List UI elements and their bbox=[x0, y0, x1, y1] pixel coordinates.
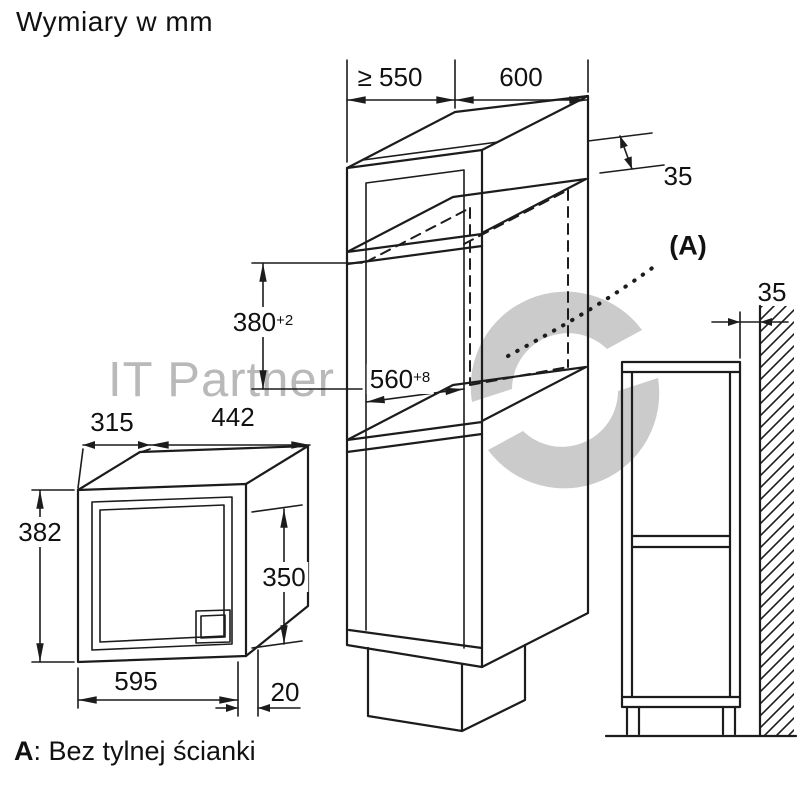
cabinet-top-frame-line bbox=[362, 141, 499, 161]
watermark-swoosh-icon bbox=[470, 291, 660, 489]
depth-extension-lines bbox=[77, 448, 151, 489]
dim-appliance-depth-label: 315 bbox=[90, 407, 134, 437]
dim-wall-distance-label: 35 bbox=[757, 277, 787, 307]
niche-height-extension-lines bbox=[251, 262, 363, 390]
wall-gap-extension-lines bbox=[739, 311, 761, 359]
front-height-extension-lines bbox=[31, 489, 75, 663]
microwave-dimension-lines bbox=[31, 441, 311, 717]
body-height-extension-lines bbox=[251, 504, 303, 649]
microwave-door bbox=[91, 496, 233, 651]
wall-hatching bbox=[760, 306, 794, 736]
niche-width-tolerance: +8 bbox=[413, 369, 431, 386]
niche-width-value: 560 bbox=[369, 364, 414, 394]
microwave-body bbox=[76, 444, 310, 658]
watermark-text: IT Partner bbox=[108, 353, 335, 407]
cabinet-bottom-panel bbox=[347, 628, 484, 650]
dim-bottom-clearance-label: 20 bbox=[270, 677, 300, 707]
dim-niche-width-label: 560+8 bbox=[366, 364, 434, 394]
dim-niche-depth-label: ≥ 550 bbox=[357, 62, 423, 92]
cabinet-dimension-lines bbox=[251, 59, 665, 404]
niche-hidden-edges bbox=[365, 189, 569, 386]
section-marker-label: (A) bbox=[669, 230, 707, 261]
microwave-door-window bbox=[99, 504, 225, 643]
front-edge-dimension-arrow bbox=[619, 135, 633, 170]
niche-height-tolerance: +2 bbox=[276, 312, 294, 329]
dim-body-height-label: 350 bbox=[259, 562, 309, 592]
side-view-drawing bbox=[604, 304, 798, 738]
cabinet-upper-shelf bbox=[345, 177, 588, 266]
cabinet-top-face bbox=[345, 94, 590, 170]
microwave-control-panel bbox=[195, 609, 231, 644]
cabinet-drawing bbox=[345, 94, 590, 733]
section-leader-dotted-line bbox=[506, 264, 657, 358]
dim-front-width-label: 595 bbox=[111, 666, 161, 696]
dim-front-height-label: 382 bbox=[15, 517, 65, 547]
footnote: A: Bez tylnej ścianki bbox=[14, 736, 256, 767]
microwave-drawing bbox=[76, 444, 310, 664]
niche-height-value: 380 bbox=[232, 307, 277, 337]
cabinet-side-face bbox=[480, 94, 590, 669]
page-title: Wymiary w mm bbox=[16, 6, 214, 37]
dim-cabinet-width-label: 600 bbox=[499, 62, 543, 92]
microwave-front-frame bbox=[76, 482, 248, 664]
front-width-extension-lines bbox=[77, 649, 259, 717]
dim-front-edge-label: 35 bbox=[663, 161, 693, 191]
dim-niche-height-label: 380+2 bbox=[229, 307, 297, 337]
cabinet-plinth bbox=[366, 643, 527, 733]
niche-width-dimension-arrow bbox=[365, 387, 465, 404]
footnote-marker: A bbox=[14, 736, 34, 766]
cabinet-lower-shelf bbox=[345, 365, 588, 454]
cabinet-front-face bbox=[345, 148, 484, 669]
side-view-dimension-lines bbox=[506, 264, 789, 359]
footnote-text: : Bez tylnej ścianki bbox=[33, 736, 256, 766]
cabinet-inner-frame bbox=[365, 169, 465, 649]
dim-body-width-label: 442 bbox=[211, 402, 255, 432]
side-view-cabinet bbox=[620, 360, 742, 709]
side-view-feet bbox=[625, 705, 737, 736]
